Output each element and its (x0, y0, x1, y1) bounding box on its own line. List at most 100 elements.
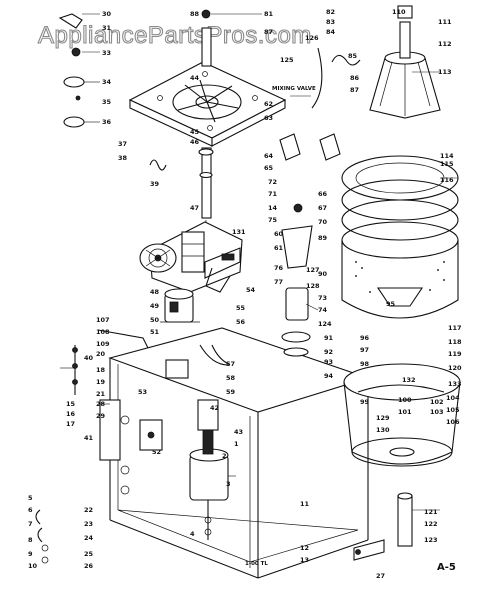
callout-label: 5 (28, 494, 33, 502)
callout-label: 42 (210, 404, 219, 412)
callout-label: 1 (234, 440, 239, 448)
spin-basket (341, 155, 459, 319)
mixing-valve-note: MIXING VALVE (272, 86, 316, 92)
callout-label: 41 (84, 434, 94, 442)
callout-label: 23 (84, 520, 93, 528)
callout-label: 88 (190, 10, 200, 18)
callout-label: 66 (318, 190, 328, 198)
callout-label: 33 (102, 49, 111, 57)
agitator (369, 5, 441, 119)
callout-label: 30 (102, 10, 112, 18)
callout-label: 10 (28, 562, 38, 570)
callout-label: 132 (402, 376, 416, 384)
callout-label: 26 (84, 562, 94, 570)
callout-label: 122 (424, 520, 438, 528)
callout-label: 2 (222, 452, 227, 460)
callout-label: 112 (438, 40, 452, 48)
callout-label: 131 (232, 228, 246, 236)
callout-label: 74 (318, 306, 328, 314)
callout-label: 3 (226, 480, 231, 488)
callout-label: 71 (268, 190, 278, 198)
drive-motor (160, 288, 200, 323)
callout-label: 96 (360, 334, 370, 342)
callout-label: 106 (446, 418, 460, 426)
drain-parts (353, 492, 413, 561)
callout-label: 53 (138, 388, 147, 396)
callout-label: 11 (300, 500, 310, 508)
callout-label: 102 (430, 398, 444, 406)
callout-label: 94 (324, 372, 334, 380)
callout-label: 48 (150, 288, 160, 296)
callout-label: 128 (306, 282, 320, 290)
hose-clamps-left (35, 329, 149, 564)
callout-label: 13 (300, 556, 309, 564)
callout-label: 16 (66, 410, 76, 418)
callout-label: 65 (264, 164, 274, 172)
callout-label: 114 (440, 152, 454, 160)
callout-label: 4 (190, 530, 195, 538)
callout-label: 22 (84, 506, 93, 514)
callout-label: 21 (96, 390, 106, 398)
callout-label: 92 (324, 348, 333, 356)
callout-label: 87 (264, 28, 273, 36)
callout-label: 7 (28, 520, 33, 528)
callout-label: 67 (318, 204, 327, 212)
callout-label: 117 (448, 324, 462, 332)
callout-label: 113 (438, 68, 452, 76)
watermark-text: AppliancePartsPros.com (38, 22, 312, 49)
callout-label: 70 (318, 218, 328, 226)
callout-label: 115 (440, 160, 454, 168)
callout-label: 104 (446, 394, 460, 402)
callout-label: 28 (96, 400, 106, 408)
callout-label: 38 (118, 154, 128, 162)
callout-label: 103 (430, 408, 444, 416)
callout-label: 81 (264, 10, 274, 18)
callout-label: 84 (326, 28, 336, 36)
callout-label: 73 (318, 294, 327, 302)
transmission-gearcase (139, 221, 243, 293)
callout-label: 46 (190, 138, 200, 146)
callout-label: 116 (440, 176, 454, 184)
callout-label: 123 (424, 536, 438, 544)
callout-label: 126 (305, 34, 319, 42)
callout-label: 19 (96, 378, 106, 386)
callout-label: 44 (190, 74, 200, 82)
small-parts-top-left (58, 13, 167, 171)
callout-label: 124 (318, 320, 332, 328)
callout-label: 9 (28, 550, 33, 558)
callout-label: 129 (376, 414, 390, 422)
callout-label: 6 (28, 506, 33, 514)
callout-label: 101 (398, 408, 412, 416)
callout-label: 27 (376, 572, 385, 580)
callout-label: 29 (96, 412, 106, 420)
callout-label: 20 (96, 350, 106, 358)
callout-label: 64 (264, 152, 274, 160)
callout-label: 36 (102, 118, 112, 126)
callout-label: 45 (190, 128, 200, 136)
callout-label: 133 (448, 380, 462, 388)
callout-label: 43 (234, 428, 243, 436)
callout-label: 125 (280, 56, 294, 64)
callout-label: 83 (326, 18, 335, 26)
callout-label: 110 (392, 8, 406, 16)
callout-label: 49 (150, 302, 160, 310)
callout-label: 109 (96, 340, 110, 348)
callout-label: 63 (264, 114, 273, 122)
callout-label: 25 (84, 550, 94, 558)
callout-label: 58 (226, 374, 236, 382)
callout-label: 59 (226, 388, 236, 396)
callout-label: 24 (84, 534, 94, 542)
callout-label: 51 (150, 328, 160, 336)
callout-label: 95 (386, 300, 396, 308)
callout-label: 35 (102, 98, 112, 106)
callout-label: 55 (236, 304, 246, 312)
callout-label: 56 (236, 318, 246, 326)
brake-and-seal (279, 47, 361, 357)
callout-label: 14 (268, 204, 278, 212)
callout-label: 119 (448, 350, 462, 358)
callout-label: 120 (448, 364, 462, 372)
callout-label: 52 (152, 448, 161, 456)
callout-label: 86 (350, 74, 360, 82)
bottom-note: 1-00 TL (245, 561, 268, 567)
